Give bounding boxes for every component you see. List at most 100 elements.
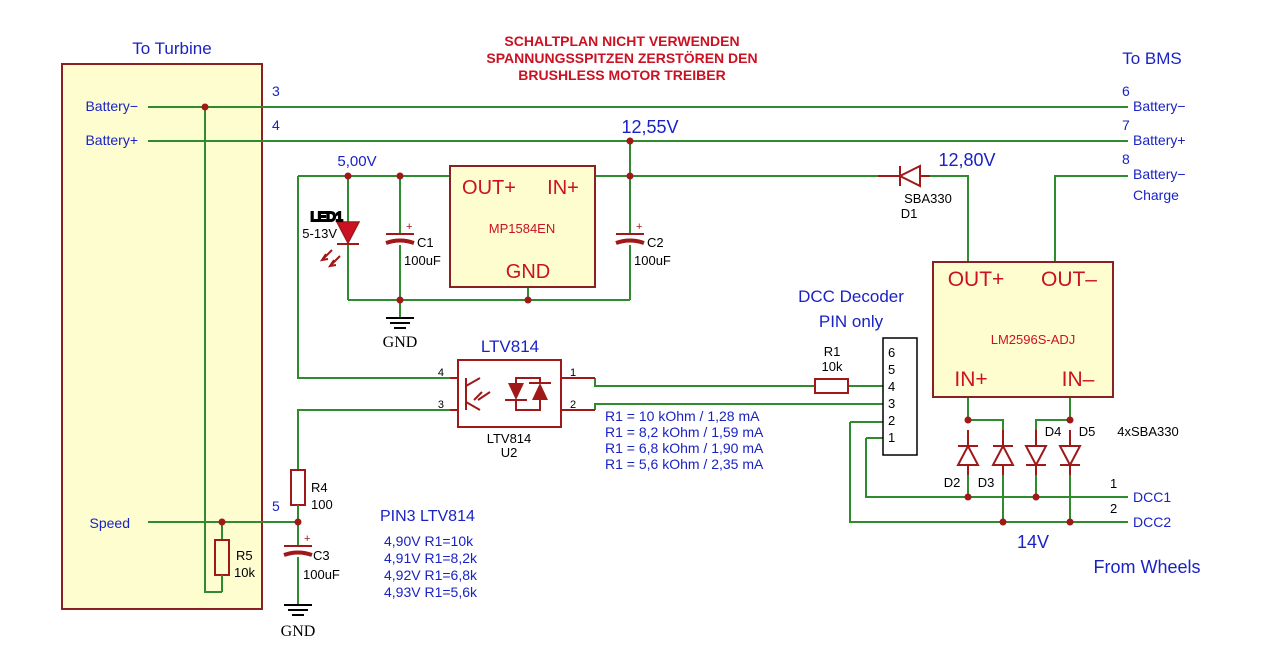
wheels-title: From Wheels: [1093, 557, 1200, 577]
c1-value: 100uF: [404, 253, 441, 268]
dcc-pin-1: 1: [888, 430, 895, 445]
ltv814-ref: U2: [501, 445, 518, 460]
warning-title: SCHALTPLAN NICHT VERWENDEN SPANNUNGSSPIT…: [486, 33, 757, 83]
dcc-title-line2: PIN only: [819, 312, 884, 331]
lm2596-out-plus: OUT+: [948, 268, 1005, 291]
led1-ref: LED1: [310, 209, 343, 224]
dcc-pin-4: 4: [888, 379, 895, 394]
diode-d1: SBA330 D1: [878, 164, 952, 221]
r1-table-row: R1 = 8,2 kOhm / 1,59 mA: [605, 424, 764, 440]
led1-value: 5-13V: [302, 226, 337, 241]
c3-value: 100uF: [303, 567, 340, 582]
ltv814-pin-1: 1: [570, 367, 576, 379]
capacitor-c1: + C1 100uF: [385, 176, 441, 300]
bms-pin-num-6: 6: [1122, 83, 1130, 99]
turbine-pin-num-3: 3: [272, 83, 280, 99]
c1-ref: C1: [417, 235, 434, 250]
capacitor-c3: + C3 100uF: [283, 533, 340, 605]
mp1584-out-plus: OUT+: [462, 177, 516, 199]
c2-value: 100uF: [634, 253, 671, 268]
capacitor-c2: + C2 100uF: [615, 176, 671, 300]
warning-line-1: SCHALTPLAN NICHT VERWENDEN: [504, 33, 739, 49]
r1-table-row: R1 = 6,8 kOhm / 1,90 mA: [605, 440, 764, 456]
r1-current-table: R1 = 10 kOhm / 1,28 mA R1 = 8,2 kOhm / 1…: [605, 408, 764, 472]
ltv814-name: LTV814: [487, 431, 532, 446]
r1-table-row: R1 = 10 kOhm / 1,28 mA: [605, 408, 760, 424]
wires: [148, 106, 1128, 593]
bms-pin-charge-line1: Battery−: [1133, 166, 1186, 182]
svg-text:+: +: [636, 221, 642, 233]
dcc-pin-6: 6: [888, 345, 895, 360]
r4-value: 100: [311, 497, 333, 512]
r1-ref: R1: [824, 344, 841, 359]
turbine-pin-battery-plus: Battery+: [85, 132, 138, 148]
wheels-pin-dcc1: DCC1: [1133, 489, 1171, 505]
gnd-label-top: GND: [383, 334, 418, 351]
resistor-r4: R4 100: [290, 469, 333, 545]
wheels-pin-num-1: 1: [1110, 476, 1117, 491]
dcc-pin-2: 2: [888, 413, 895, 428]
bridge-rectifier: D2 D3 D4 D5 4xSBA330: [944, 424, 1179, 490]
r1-value: 10k: [822, 359, 843, 374]
dcc-decoder-connector: DCC Decoder PIN only 6 5 4 3 2 1: [798, 287, 918, 456]
c2-ref: C2: [647, 235, 664, 250]
resistor-r1: R1 10k: [814, 344, 849, 394]
ltv814-title: LTV814: [481, 337, 539, 356]
svg-text:+: +: [406, 221, 412, 233]
dcc-title-line1: DCC Decoder: [798, 287, 904, 306]
pin3-row: 4,93V R1=5,6k: [384, 584, 478, 600]
d1-ref: D1: [901, 206, 918, 221]
lm2596-in-plus: IN+: [954, 368, 987, 391]
c3-ref: C3: [313, 548, 330, 563]
pin3-row: 4,92V R1=6,8k: [384, 567, 478, 583]
pin3-row: 4,90V R1=10k: [384, 533, 474, 549]
gnd-label-bottom: GND: [281, 623, 316, 640]
mp1584-in-plus: IN+: [547, 177, 579, 199]
voltage-12-55: 12,55V: [621, 117, 678, 137]
lm2596-out-minus: OUT–: [1041, 268, 1097, 291]
bms-pin-charge-line2: Charge: [1133, 187, 1179, 203]
ltv814-pin-2: 2: [570, 399, 576, 411]
lm2596-in-minus: IN–: [1062, 368, 1095, 391]
pin3-title: PIN3 LTV814: [380, 508, 475, 525]
resistor-r5: R5 10k: [214, 522, 255, 592]
svg-text:+: +: [304, 533, 310, 545]
turbine-pin-num-5: 5: [272, 498, 280, 514]
led1: LED1 5-13V: [302, 176, 361, 300]
r4-ref: R4: [311, 480, 328, 495]
warning-line-3: BRUSHLESS MOTOR TREIBER: [518, 67, 725, 83]
bridge-type: 4xSBA330: [1117, 424, 1178, 439]
voltage-12-80: 12,80V: [938, 150, 995, 170]
mp1584-name: MP1584EN: [489, 221, 555, 236]
turbine-connector: [61, 63, 263, 610]
junction-dots: [201, 103, 1074, 526]
diode-d4-ref: D4: [1045, 424, 1062, 439]
pin3-voltage-table: PIN3 LTV814 4,90V R1=10k 4,91V R1=8,2k 4…: [380, 508, 478, 600]
lm2596-module: OUT+ OUT– LM2596S-ADJ IN+ IN–: [932, 261, 1114, 398]
ltv814-pin-3: 3: [438, 399, 444, 411]
turbine-pin-num-4: 4: [272, 117, 280, 133]
diode-d3-ref: D3: [978, 475, 995, 490]
d1-value: SBA330: [904, 191, 952, 206]
warning-line-2: SPANNUNGSSPITZEN ZERSTÖREN DEN: [486, 50, 757, 66]
mp1584-gnd: GND: [506, 261, 550, 283]
bms-pin-battery-minus: Battery−: [1133, 98, 1186, 114]
turbine-pin-speed: Speed: [90, 515, 130, 531]
lm2596-name: LM2596S-ADJ: [991, 332, 1076, 347]
voltage-14: 14V: [1017, 532, 1049, 552]
r5-ref: R5: [236, 548, 253, 563]
r1-table-row: R1 = 5,6 kOhm / 2,35 mA: [605, 456, 764, 472]
voltage-5-00: 5,00V: [337, 153, 376, 170]
bms-pin-battery-plus: Battery+: [1133, 132, 1186, 148]
wheels-pin-dcc2: DCC2: [1133, 514, 1171, 530]
diode-d5-ref: D5: [1079, 424, 1096, 439]
wheels-connector: 1 2 DCC1 DCC2 From Wheels: [1093, 476, 1200, 577]
optocoupler-ltv814: LTV814 4 3 1 2 LTV814 U2: [438, 337, 595, 460]
dcc-pin-3: 3: [888, 396, 895, 411]
turbine-pin-battery-minus: Battery−: [85, 98, 138, 114]
bms-pin-num-8: 8: [1122, 151, 1130, 167]
bms-title: To BMS: [1122, 49, 1182, 68]
turbine-title: To Turbine: [132, 39, 211, 58]
pin3-row: 4,91V R1=8,2k: [384, 550, 478, 566]
